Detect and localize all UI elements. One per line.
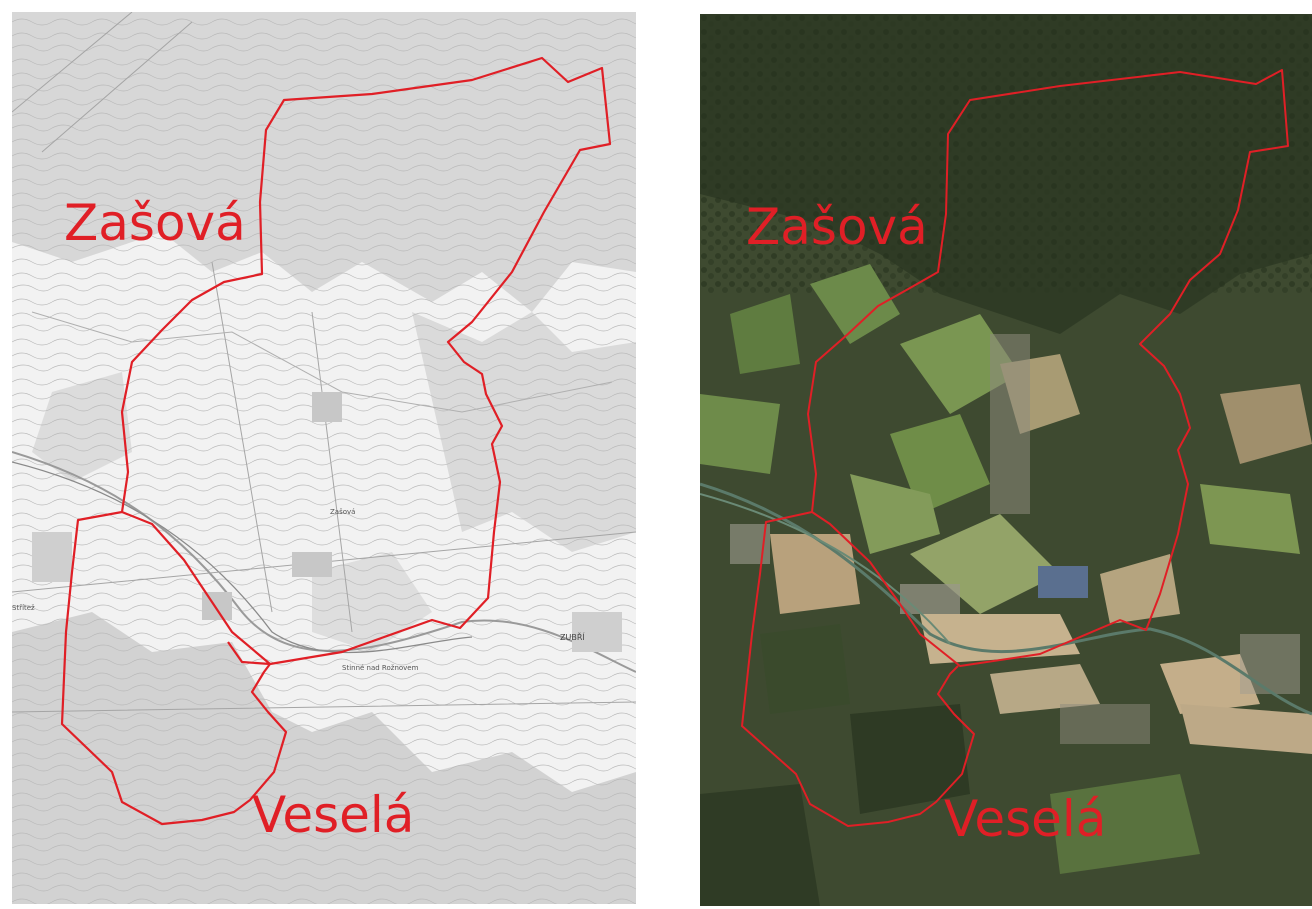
- map-label-zubri: ZUBŘÍ: [560, 631, 585, 642]
- label-vesela: Veselá: [252, 786, 415, 844]
- label-zasova: Zašová: [64, 194, 246, 252]
- topographic-map-canvas: Zašová Stinné nad Rožnovem ZUBŘÍ Střítež: [12, 12, 636, 904]
- label-zasova-satellite: Zašová: [746, 198, 928, 256]
- municipal-boundary: [60, 56, 612, 826]
- topographic-map-panel: Zašová Stinné nad Rožnovem ZUBŘÍ Střítež…: [12, 12, 636, 904]
- municipal-boundary-satellite: [741, 69, 1289, 827]
- map-label-zasova: Zašová: [330, 508, 355, 516]
- label-vesela-satellite: Veselá: [944, 790, 1107, 848]
- map-label-stritez: Střítež: [12, 604, 35, 612]
- satellite-map-canvas: [700, 14, 1312, 906]
- map-label-stinne: Stinné nad Rožnovem: [342, 664, 419, 672]
- satellite-map-panel: Zašová Veselá: [700, 14, 1312, 906]
